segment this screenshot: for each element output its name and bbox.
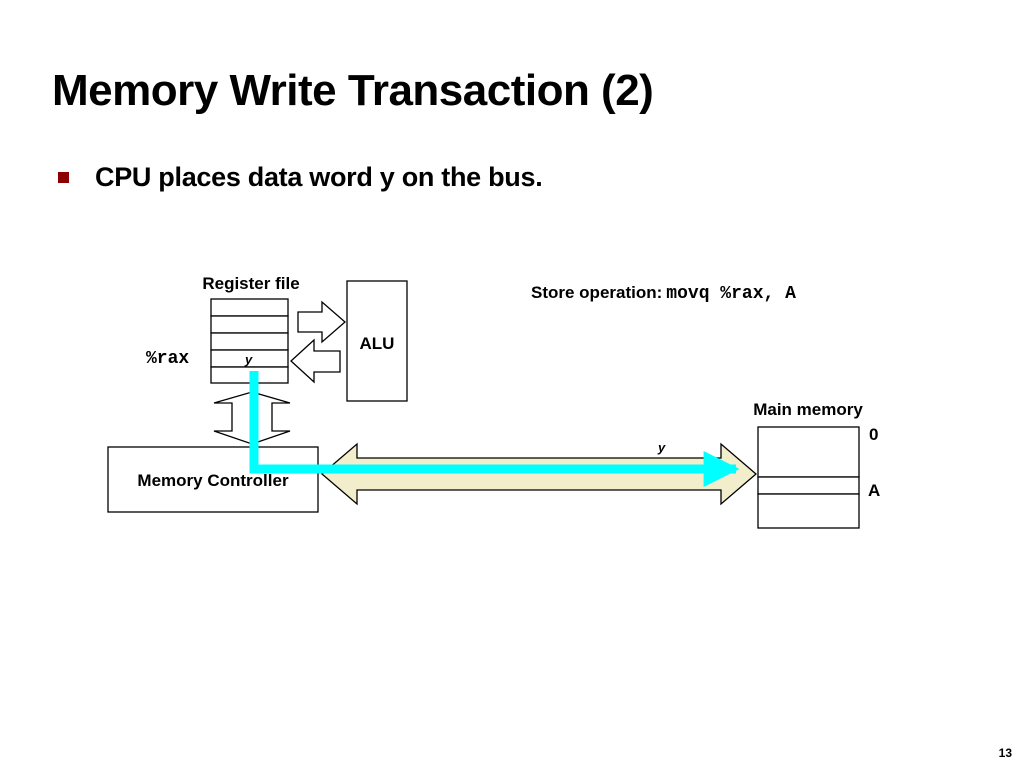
register-to-alu-arrow bbox=[297, 300, 346, 344]
memory-cell-a bbox=[757, 476, 860, 495]
register-name-rax: %rax bbox=[146, 349, 189, 369]
memory-address-0: 0 bbox=[869, 425, 878, 444]
data-path-arrow bbox=[249, 371, 740, 487]
bullet-text: CPU places data word y on the bus. bbox=[95, 162, 543, 192]
store-operation-label: Store operation bbox=[531, 283, 657, 302]
store-operation: Store operation:movq %rax, A bbox=[531, 283, 796, 304]
alu-box bbox=[346, 280, 408, 402]
main-memory bbox=[757, 426, 860, 529]
memory-controller-box bbox=[107, 446, 319, 513]
memory-controller-label: Memory Controller bbox=[137, 471, 289, 490]
memory-cell bbox=[757, 493, 860, 529]
memory-address-a: A bbox=[868, 481, 880, 500]
store-operation-colon: : bbox=[657, 283, 663, 302]
bus-value-y: y bbox=[657, 440, 666, 455]
bullet-square-icon bbox=[58, 172, 69, 183]
register-cell bbox=[210, 332, 289, 351]
register-file-label: Register file bbox=[202, 274, 299, 293]
memory-cell bbox=[757, 426, 860, 478]
page-number: 13 bbox=[998, 746, 1012, 760]
alu-to-register-arrow bbox=[290, 338, 341, 384]
slide-title: Memory Write Transaction (2) bbox=[52, 66, 654, 115]
system-bus bbox=[321, 442, 757, 506]
bullet-item: CPU places data word y on the bus. bbox=[58, 162, 543, 193]
register-cell bbox=[210, 315, 289, 334]
alu-label: ALU bbox=[360, 334, 395, 353]
register-cell bbox=[210, 298, 289, 317]
register-file bbox=[210, 298, 289, 384]
store-instruction: movq %rax, A bbox=[666, 284, 796, 304]
register-value-y: y bbox=[244, 352, 253, 367]
main-memory-label: Main memory bbox=[753, 400, 863, 419]
